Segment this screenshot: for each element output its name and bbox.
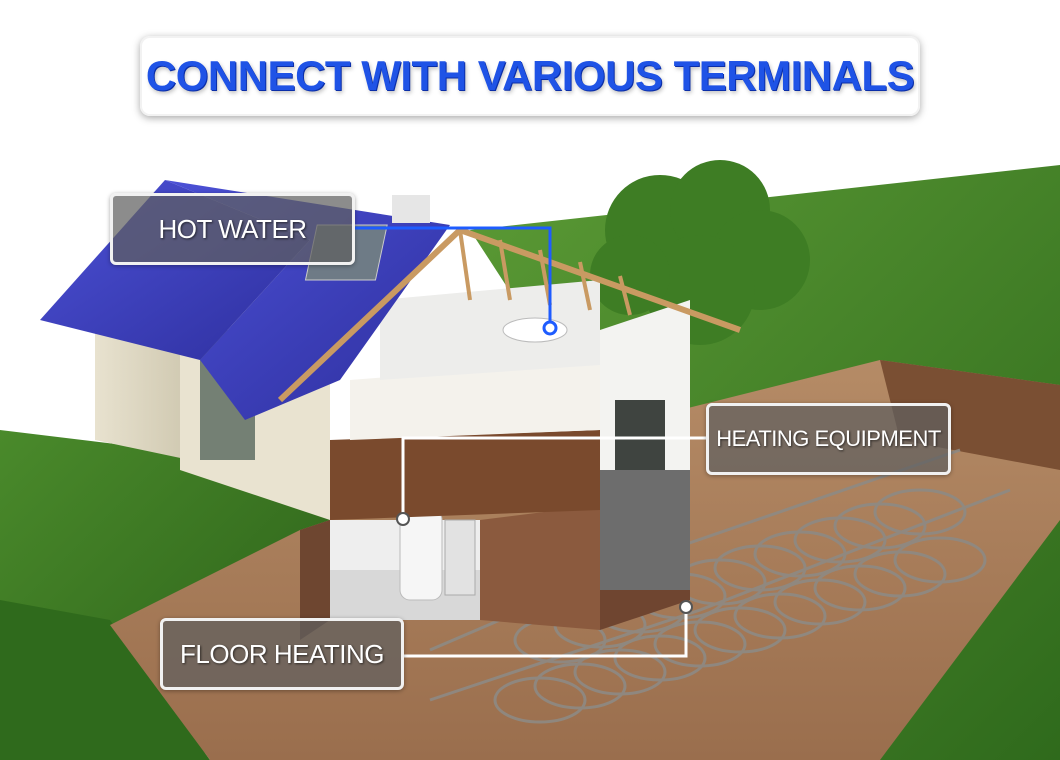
floor-heating-dot <box>679 600 693 614</box>
right-wall-lower <box>600 470 690 590</box>
heating-equipment-label-text: HEATING EQUIPMENT <box>716 426 941 451</box>
heating-equipment-label: HEATING EQUIPMENT <box>706 403 951 475</box>
heating-equipment-dot <box>396 512 410 526</box>
heating-unit <box>444 519 476 596</box>
floor-heating-label-text: FLOOR HEATING <box>180 638 384 669</box>
upper-room <box>380 280 600 380</box>
page-title: CONNECT WITH VARIOUS TERMINALS <box>145 52 915 99</box>
upper-floor <box>350 360 600 440</box>
chimney <box>392 195 430 223</box>
floor-heating-leader <box>402 612 688 658</box>
hot-water-dot <box>542 320 558 336</box>
heating-equipment-leader <box>401 436 708 514</box>
title-banner: CONNECT WITH VARIOUS TERMINALS <box>140 36 920 116</box>
hot-water-label: HOT WATER <box>110 193 355 265</box>
hot-water-label-text: HOT WATER <box>158 213 307 244</box>
hot-water-leader <box>352 226 552 322</box>
tree <box>590 160 810 345</box>
basement-front <box>480 505 600 630</box>
leader-lines <box>352 226 708 658</box>
floor-heating-label: FLOOR HEATING <box>160 618 404 690</box>
soil-wall-left <box>300 520 330 640</box>
ground-floor-room <box>330 430 600 520</box>
right-wall-window <box>615 400 665 470</box>
grass-bottom-left <box>0 600 210 760</box>
bathtub <box>502 317 568 343</box>
